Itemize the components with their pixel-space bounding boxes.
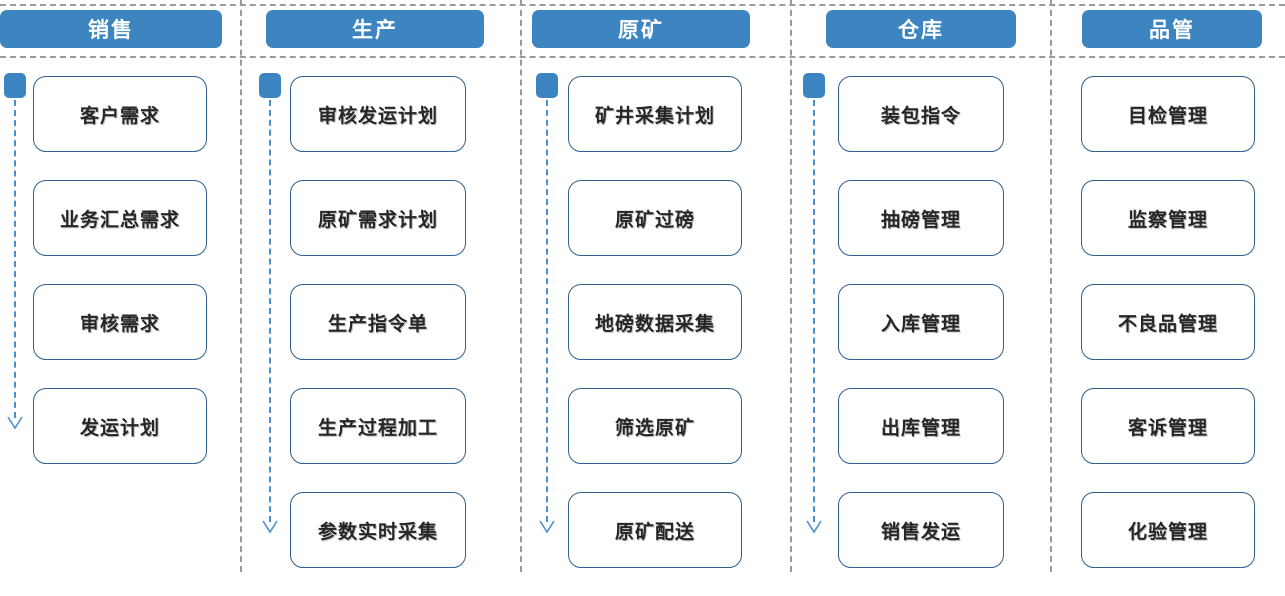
process-card[interactable]: 监察管理 xyxy=(1081,180,1255,256)
process-card[interactable]: 矿井采集计划 xyxy=(568,76,742,152)
column-raw-ore: 原矿矿井采集计划原矿过磅地磅数据采集筛选原矿原矿配送 xyxy=(522,0,1285,572)
process-card[interactable]: 销售发运 xyxy=(838,492,1004,568)
column-header-raw-ore[interactable]: 原矿 xyxy=(532,10,750,48)
card-list-raw-ore: 矿井采集计划原矿过磅地磅数据采集筛选原矿原矿配送 xyxy=(568,76,742,596)
flow-arrow-icon-warehouse xyxy=(806,520,822,534)
process-card[interactable]: 生产指令单 xyxy=(290,284,466,360)
flow-start-marker-raw-ore xyxy=(536,73,558,98)
card-list-quality: 目检管理监察管理不良品管理客诉管理化验管理 xyxy=(1081,76,1255,596)
column-divider-4 xyxy=(1050,0,1052,572)
process-card[interactable]: 出库管理 xyxy=(838,388,1004,464)
process-flow-board: 销售客户需求业务汇总需求审核需求发运计划生产审核发运计划原矿需求计划生产指令单生… xyxy=(0,0,1285,572)
process-card[interactable]: 化验管理 xyxy=(1081,492,1255,568)
process-card[interactable]: 筛选原矿 xyxy=(568,388,742,464)
flow-line-production xyxy=(269,100,271,522)
column-header-production[interactable]: 生产 xyxy=(266,10,484,48)
process-card[interactable]: 客诉管理 xyxy=(1081,388,1255,464)
process-card[interactable]: 原矿需求计划 xyxy=(290,180,466,256)
process-card[interactable]: 不良品管理 xyxy=(1081,284,1255,360)
column-header-sales[interactable]: 销售 xyxy=(0,10,222,48)
process-card[interactable]: 生产过程加工 xyxy=(290,388,466,464)
flow-arrow-icon-raw-ore xyxy=(539,520,555,534)
process-card[interactable]: 原矿配送 xyxy=(568,492,742,568)
process-card[interactable]: 装包指令 xyxy=(838,76,1004,152)
flow-start-marker-warehouse xyxy=(803,73,825,98)
process-card[interactable]: 发运计划 xyxy=(33,388,207,464)
column-header-warehouse[interactable]: 仓库 xyxy=(826,10,1016,48)
flow-line-sales xyxy=(14,100,16,418)
card-list-sales: 客户需求业务汇总需求审核需求发运计划 xyxy=(33,76,207,492)
process-card[interactable]: 客户需求 xyxy=(33,76,207,152)
column-header-quality[interactable]: 品管 xyxy=(1082,10,1262,48)
header-dashed-rule xyxy=(0,56,1285,58)
card-list-warehouse: 装包指令抽磅管理入库管理出库管理销售发运 xyxy=(838,76,1004,596)
top-dashed-rule xyxy=(0,4,1285,6)
column-quality: 品管目检管理监察管理不良品管理客诉管理化验管理 xyxy=(1052,0,1285,572)
flow-start-marker-production xyxy=(259,73,281,98)
flow-line-raw-ore xyxy=(546,100,548,522)
process-card[interactable]: 目检管理 xyxy=(1081,76,1255,152)
process-card[interactable]: 地磅数据采集 xyxy=(568,284,742,360)
process-card[interactable]: 业务汇总需求 xyxy=(33,180,207,256)
flow-start-marker-sales xyxy=(4,73,26,98)
process-card[interactable]: 审核发运计划 xyxy=(290,76,466,152)
column-divider-2 xyxy=(520,0,522,572)
card-list-production: 审核发运计划原矿需求计划生产指令单生产过程加工参数实时采集 xyxy=(290,76,466,596)
column-divider-3 xyxy=(790,0,792,572)
column-sales: 销售客户需求业务汇总需求审核需求发运计划 xyxy=(0,10,222,492)
process-card[interactable]: 审核需求 xyxy=(33,284,207,360)
flow-arrow-icon-sales xyxy=(7,416,23,430)
process-card[interactable]: 原矿过磅 xyxy=(568,180,742,256)
process-card[interactable]: 参数实时采集 xyxy=(290,492,466,568)
column-warehouse: 仓库装包指令抽磅管理入库管理出库管理销售发运 xyxy=(792,0,1285,572)
flow-line-warehouse xyxy=(813,100,815,522)
process-card[interactable]: 抽磅管理 xyxy=(838,180,1004,256)
flow-arrow-icon-production xyxy=(262,520,278,534)
column-divider-1 xyxy=(240,0,242,572)
process-card[interactable]: 入库管理 xyxy=(838,284,1004,360)
column-production: 生产审核发运计划原矿需求计划生产指令单生产过程加工参数实时采集 xyxy=(244,0,1285,572)
